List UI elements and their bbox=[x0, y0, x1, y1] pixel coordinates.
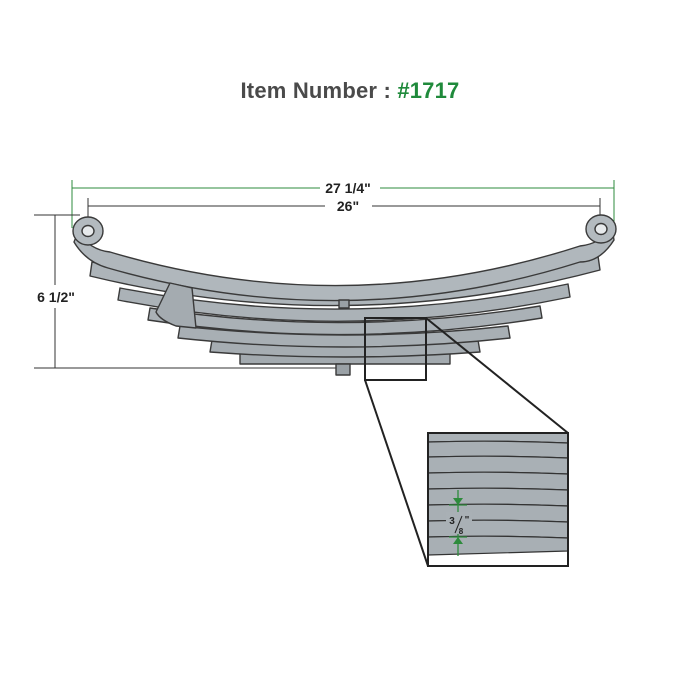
leaf-3 bbox=[117, 283, 571, 322]
item-number-title: Item Number : #1717 bbox=[0, 78, 700, 104]
height-dimension: 6 1/2" bbox=[34, 214, 345, 369]
item-number-label: Item Number : bbox=[240, 78, 398, 103]
leaf-4 bbox=[147, 305, 543, 336]
leaf-thickness-dimension: 3 8 " bbox=[446, 490, 472, 556]
eye-to-eye-dimension: 26" bbox=[87, 198, 601, 232]
center-bolt-nut bbox=[335, 363, 351, 376]
height-label: 6 1/2" bbox=[37, 289, 75, 305]
leaf-thickness-unit: " bbox=[465, 515, 470, 526]
overall-length-dimension: 27 1/4" bbox=[71, 180, 615, 228]
zoom-detail bbox=[427, 432, 569, 567]
rebound-clip bbox=[155, 282, 197, 329]
leaf-thickness-numerator: 3 bbox=[449, 516, 455, 527]
center-bolt-head bbox=[338, 299, 350, 309]
leaf-spring bbox=[72, 214, 617, 376]
item-number-value: #1717 bbox=[397, 78, 460, 103]
eye-to-eye-label: 26" bbox=[337, 198, 359, 214]
zoom-source-box bbox=[364, 317, 427, 381]
overall-length-label: 27 1/4" bbox=[325, 180, 371, 196]
leaf-thickness-denominator: 8 bbox=[459, 527, 464, 536]
